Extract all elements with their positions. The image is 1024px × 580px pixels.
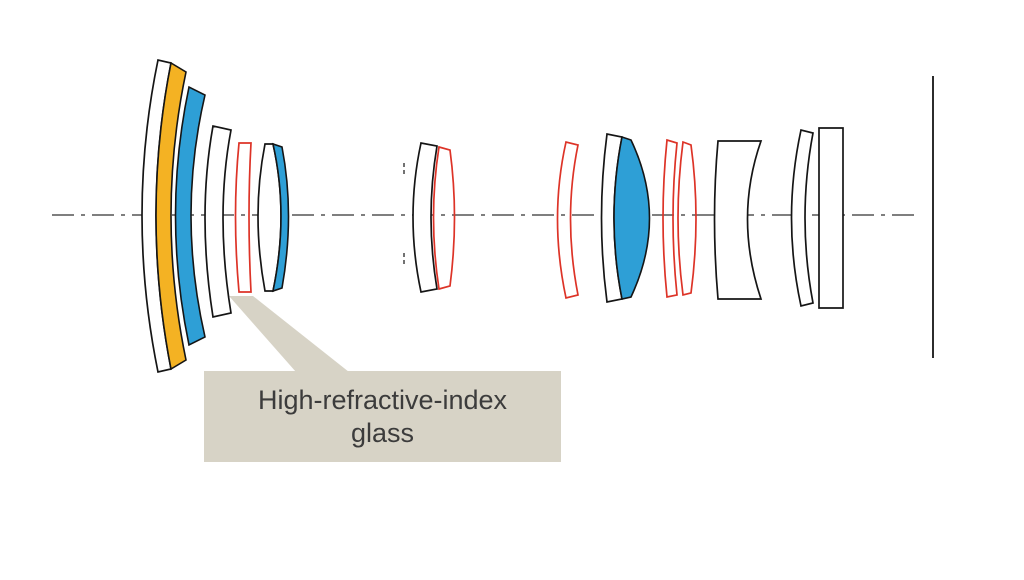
callout-pointer bbox=[229, 296, 349, 372]
lens-front-doublet-blue bbox=[271, 142, 290, 293]
middle-lens-group bbox=[403, 142, 456, 293]
callout-label-line1: High-refractive-index bbox=[257, 384, 508, 415]
lens-rear-blue-biconvex bbox=[613, 135, 651, 300]
lens-front-blue-meniscus bbox=[174, 85, 206, 347]
lens-front-yellow-meniscus bbox=[155, 61, 187, 371]
lens-middle-white bbox=[412, 142, 438, 293]
front-lens-group bbox=[141, 58, 290, 374]
lens-rear-meniscus bbox=[790, 128, 814, 308]
lens-middle-red-meniscus bbox=[432, 145, 456, 291]
lens-high-refractive-index-element bbox=[234, 142, 252, 293]
callout-label-line2: glass bbox=[350, 417, 415, 448]
lens-rear-concave-element bbox=[713, 140, 763, 300]
lens-rear-plate bbox=[818, 127, 844, 309]
lens-rear-red-crescent bbox=[677, 140, 697, 297]
callout-box: High-refractive-index glass bbox=[204, 371, 561, 462]
rear-lens-group bbox=[556, 127, 844, 309]
lens-rear-red-element bbox=[662, 138, 678, 299]
lens-front-white-element bbox=[204, 124, 232, 319]
lens-rear-red-meniscus bbox=[556, 140, 579, 300]
